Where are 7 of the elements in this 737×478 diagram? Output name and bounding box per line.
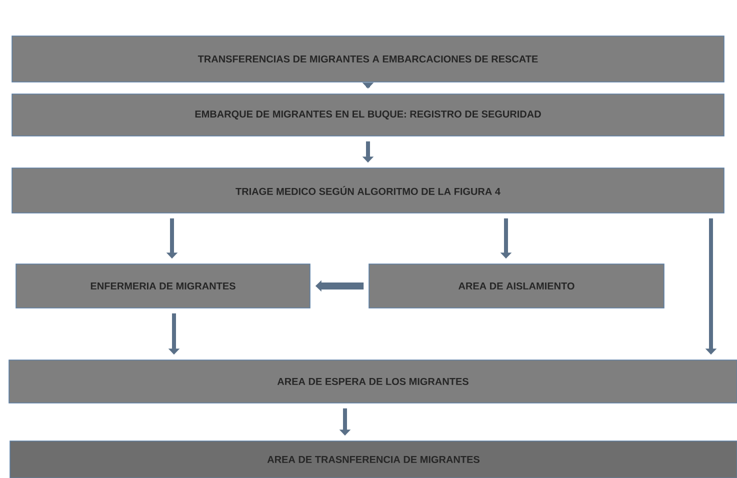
- process-box: EMBARQUE DE MIGRANTES EN EL BUQUE: REGISTRO DE SEGURIDAD: [12, 94, 724, 136]
- process-box: AREA DE ESPERA DE LOS MIGRANTES: [8, 360, 737, 404]
- process-box: ENFERMERIA DE MIGRANTES: [16, 264, 310, 308]
- process-box: AREA DE TRASNFERENCIA DE MIGRANTES: [10, 440, 737, 478]
- process-box: TRIAGE MEDICO SEGÚN ALGORITMO DE LA FIGURA 4: [12, 168, 724, 214]
- process-box: AREA DE AISLAMIENTO: [368, 264, 664, 308]
- process-box: TRANSFERENCIAS DE MIGRANTES A EMBARCACIONES DE RESCATE: [12, 36, 724, 82]
